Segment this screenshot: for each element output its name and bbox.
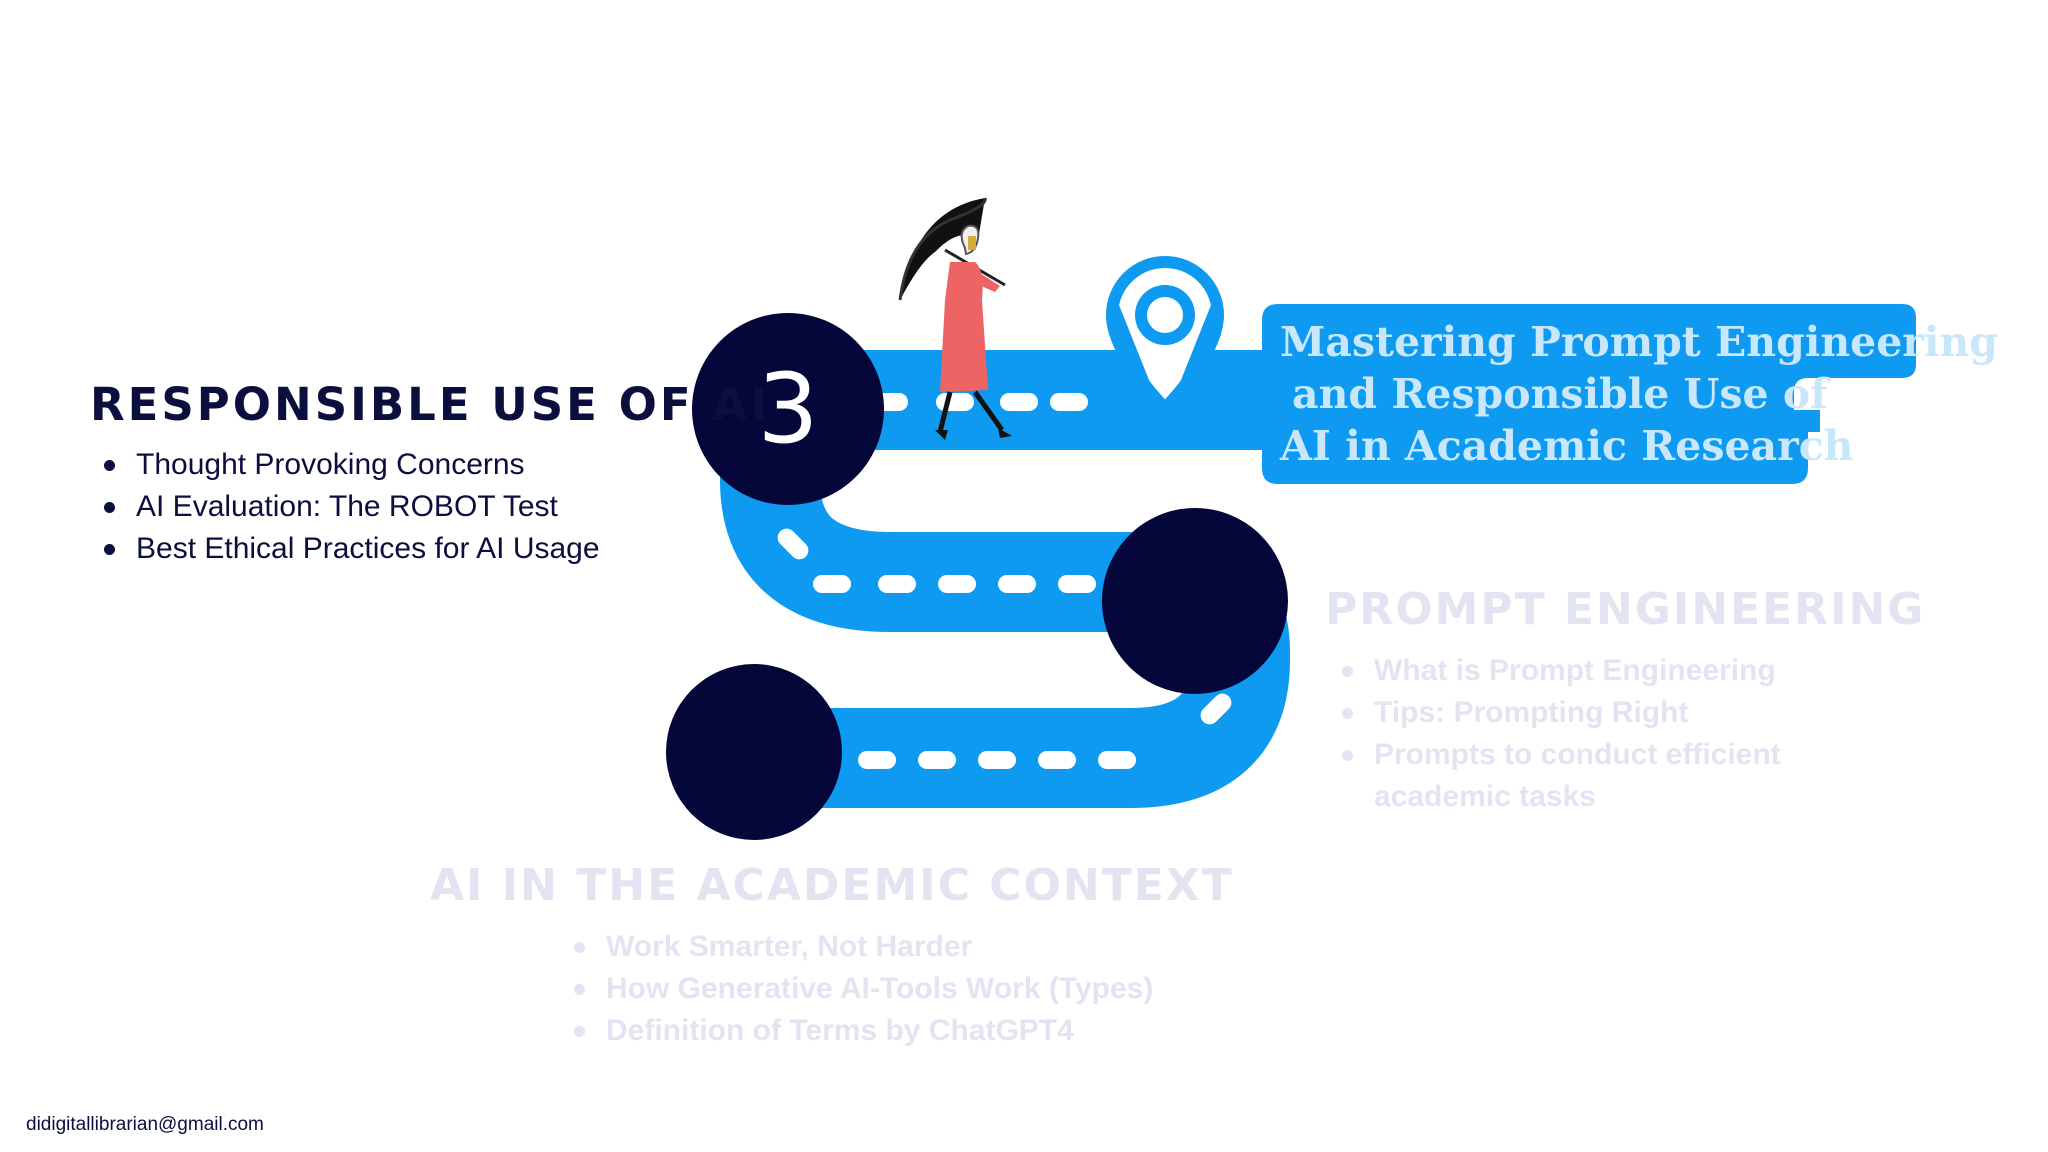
list-item: Best Ethical Practices for AI Usage <box>100 528 600 570</box>
list-item: Prompts to conduct efficient <box>1338 734 1781 776</box>
milestone-2-heading: PROMPT ENGINEERING <box>1325 584 1926 635</box>
list-item: What is Prompt Engineering <box>1338 650 1781 692</box>
milestone-3-heading: RESPONSIBLE USE OF AI <box>90 378 770 431</box>
title-line-3: AI in Academic Research <box>1280 422 1854 470</box>
milestone-1-circle <box>666 664 842 840</box>
milestone-3-circle <box>692 313 884 505</box>
title-line-1: Mastering Prompt Engineering <box>1280 318 1998 366</box>
person-with-umbrella-icon <box>898 197 1012 440</box>
milestone-3-list: Thought Provoking Concerns AI Evaluation… <box>100 444 600 570</box>
list-item: How Generative AI-Tools Work (Types) <box>570 968 1153 1010</box>
milestone-3-number: 3 <box>757 353 819 465</box>
milestone-1-list: Work Smarter, Not Harder How Generative … <box>570 926 1153 1052</box>
list-item: Thought Provoking Concerns <box>100 444 600 486</box>
contact-email: didigitallibrarian@gmail.com <box>26 1114 264 1135</box>
location-pin-icon <box>1105 255 1225 420</box>
list-item: Work Smarter, Not Harder <box>570 926 1153 968</box>
list-item-continuation: academic tasks <box>1374 780 1596 813</box>
list-item: Tips: Prompting Right <box>1338 692 1781 734</box>
milestone-2-circle <box>1102 508 1288 694</box>
list-item: Definition of Terms by ChatGPT4 <box>570 1010 1153 1052</box>
list-item: AI Evaluation: The ROBOT Test <box>100 486 600 528</box>
milestone-2-list: What is Prompt Engineering Tips: Prompti… <box>1338 650 1781 818</box>
slide-title: Mastering Prompt Engineering and Respons… <box>1280 316 1998 486</box>
title-line-2: and Responsible Use of <box>1292 370 1828 418</box>
milestone-1-heading: AI IN THE ACADEMIC CONTEXT <box>430 860 1234 911</box>
title-ribbon <box>1262 304 1916 484</box>
